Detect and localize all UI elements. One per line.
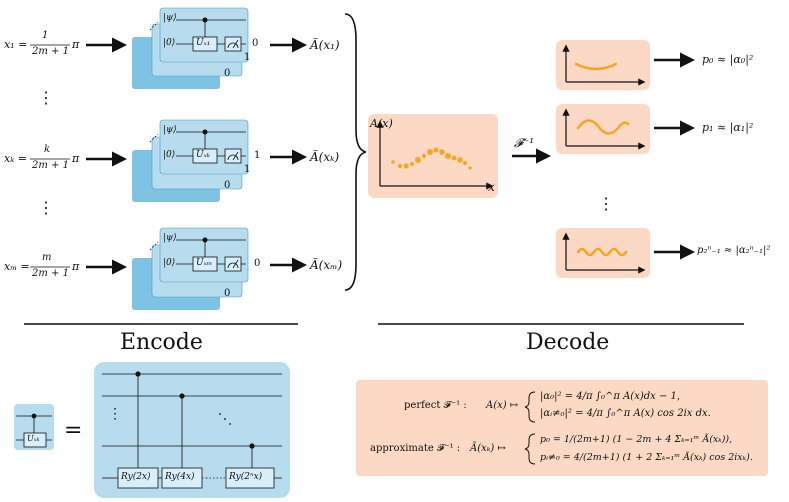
input-frac-num-1: 1 [42,30,49,41]
ry-gate-n: Ry(2ⁿx) [229,472,263,482]
perfect-label: perfect 𝓕⁻¹ : [404,400,467,411]
freq-plot-1 [556,104,650,154]
approx-line-1: p₀ = 1/(2m+1) (1 − 2m + 4 Σₖ₌₁ᵐ Ã(xₖ)), [540,434,733,445]
decode-title: Decode [526,330,610,355]
perfect-line-1: |α₀|² = 4/π ∫₀^π A(x)dx − 1, [540,391,681,402]
right-brace [344,13,367,291]
a-tilde-m: Ã(xₘ) [310,258,343,272]
encode-title: Encode [120,330,203,355]
input-label-1: x₁ = [4,38,28,51]
plot-x-label: x [488,180,495,194]
circuit-stack-m [132,227,249,310]
freq-plot-last [556,228,650,278]
approx-line-2: pᵢ≠₀ = 4/(2m+1) (1 + 2 Σₖ₌₁ᵐ Ã(xₖ) cos 2… [540,452,753,463]
input-frac-den-1: 2m + 1 [32,46,69,57]
ry-gate-1: Ry(2x) [121,472,151,482]
plot-y-label: A(x) [370,117,393,130]
transform-label: 𝓕⁻¹ [514,136,535,150]
gate-label-m: Uₓₘ [196,258,213,268]
out-0-back-k: 0 [224,180,231,191]
perfect-map: A(x) ↦ [486,400,519,411]
ket-zero-1: |0⟩ [163,38,176,48]
input-vdots-1: ⋮ [38,88,54,107]
out-0-back-1: 0 [224,68,231,79]
input-frac-num-m: m [42,252,52,263]
out-1-1: 1 [244,52,251,63]
input-pi-m: π [72,260,80,273]
prob-1: p₁ ≈ |α₁|² [702,121,754,134]
circuit-stack-1 [132,7,249,89]
out-0-back-m: 0 [224,288,231,299]
approx-map: Ã(xₖ) ↦ [470,443,506,454]
prob-0: p₀ ≈ |α₀|² [702,53,754,66]
input-vdots-2: ⋮ [38,198,54,217]
equals-sign: = [64,418,83,443]
input-frac-den-m: 2m + 1 [32,268,69,279]
out-1-k: 1 [254,150,261,161]
out-1b-k: 1 [244,164,251,175]
decode-vdots: ⋮ [598,194,614,213]
prob-last: p₂ⁿ₋₁ ≈ |α₂ⁿ₋₁|² [697,245,771,256]
circuit-stack-k [132,119,249,202]
gate-label-1: Uₓ₁ [196,38,211,48]
a-tilde-k: Ã(xₖ) [310,150,340,164]
signal-plot [368,114,498,198]
ket-psi-1: |ψ⟩ [163,13,177,23]
perfect-line-2: |αᵢ≠₀|² = 4/π ∫₀^π A(x) cos 2ix dx. [540,408,711,419]
gate-label-k: Uₓₖ [196,150,211,160]
ket-psi-m: |ψ⟩ [163,233,177,243]
out-0-1: 0 [252,38,259,49]
ry-circuit [94,362,290,498]
approx-brace [524,433,536,465]
input-frac-den-k: 2m + 1 [32,160,69,171]
ry-vdots: ⋮ [108,406,122,422]
input-label-k: xₖ = [4,152,27,165]
a-tilde-1: Ã(x₁) [310,38,340,52]
out-0-m: 0 [254,258,261,269]
perfect-brace [524,391,536,423]
approx-label: approximate 𝓕⁻¹ : [370,443,461,454]
equiv-gate-label: Uₓₖ [27,434,40,443]
ry-gate-2: Ry(4x) [165,472,195,482]
input-pi-k: π [72,152,80,165]
input-frac-num-k: k [44,144,51,155]
formula-box [356,380,768,476]
input-pi-1: π [72,38,80,51]
ket-zero-m: |0⟩ [163,258,176,268]
ket-psi-k: |ψ⟩ [163,125,177,135]
input-label-m: xₘ = [4,260,30,273]
ux-gate-box [14,404,54,450]
ket-zero-k: |0⟩ [163,150,176,160]
freq-plot-0 [556,40,650,90]
